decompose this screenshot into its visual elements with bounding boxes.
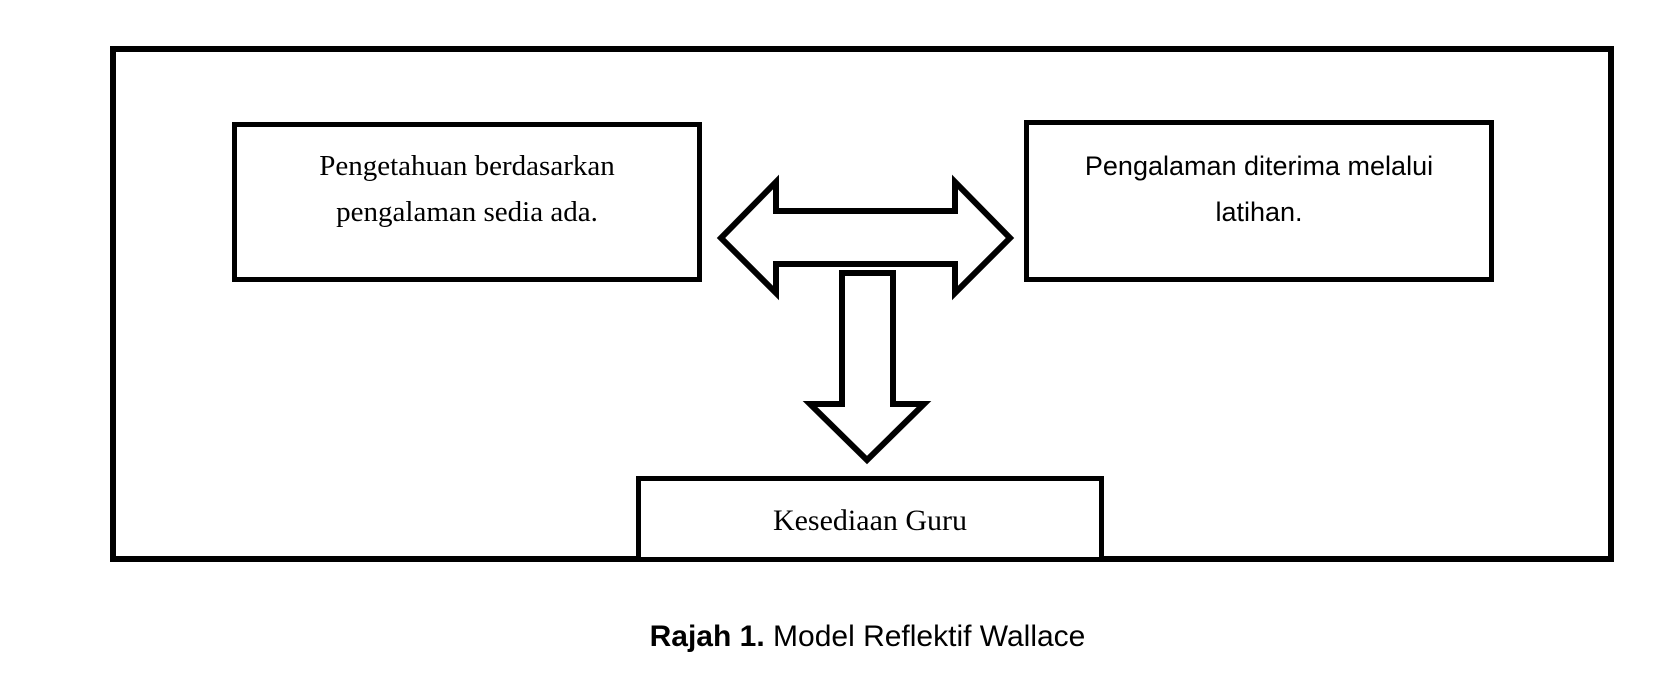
training-experience-line-1: Pengalaman diterima melalui	[1084, 151, 1434, 181]
caption-prefix: Rajah 1.	[649, 620, 765, 653]
teacher-readiness-box: Kesediaan Guru	[636, 476, 1104, 562]
prior-knowledge-line-1: Pengetahuan berdasarkan	[319, 150, 615, 182]
training-experience-box: Pengalaman diterima melalui latihan.	[1024, 120, 1494, 282]
double-headed-arrow	[716, 174, 1015, 301]
teacher-readiness-label: Kesediaan Guru	[772, 504, 968, 537]
figure-caption: Rajah 1. Model Reflektif Wallace	[0, 620, 1678, 654]
down-arrow	[802, 270, 932, 465]
prior-knowledge-box: Pengetahuan berdasarkan pengalaman sedia…	[232, 122, 702, 282]
caption-text: Model Reflektif Wallace	[773, 620, 1086, 653]
prior-knowledge-line-2: pengalaman sedia ada.	[336, 196, 598, 228]
training-experience-line-2: latihan.	[1215, 197, 1303, 227]
